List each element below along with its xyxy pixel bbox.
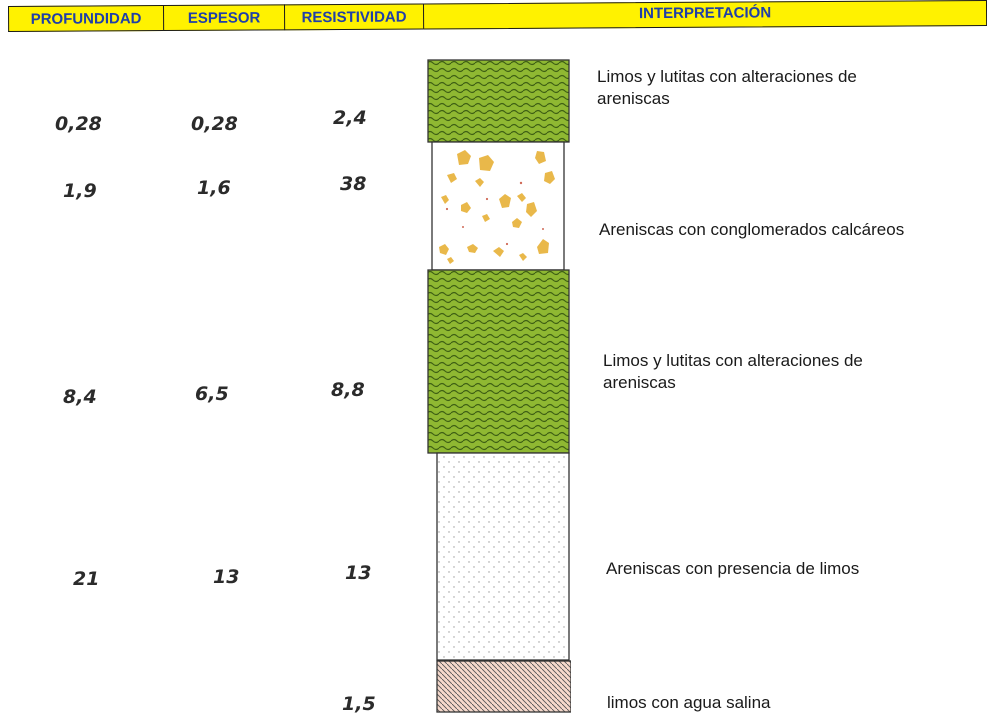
resistividad-value: 13 [345, 562, 372, 584]
espesor-value: 1,6 [197, 177, 231, 199]
layer-limos-lutitas-1 [427, 59, 570, 143]
header-interpretacion: INTERPRETACIÓN [422, 0, 987, 30]
resistividad-value: 2,4 [333, 107, 367, 129]
profundidad-value: 8,4 [63, 386, 97, 408]
interpretation-text: limos con agua salina [607, 693, 771, 712]
espesor-value: 0,28 [191, 113, 238, 135]
layer-limos-lutitas-2 [427, 269, 570, 454]
table-header: PROFUNDIDAD ESPESOR RESISTIVIDAD INTERPR… [8, 0, 987, 32]
interpretation-text: Areniscas con conglomerados calcáreos [599, 220, 905, 239]
resistividad-value: 1,5 [342, 693, 376, 715]
profundidad-value: 0,28 [55, 113, 102, 135]
layer-areniscas-limos [436, 452, 570, 661]
layer-limos-agua-salina [436, 660, 572, 713]
profundidad-value: 21 [73, 568, 100, 590]
header-profundidad: PROFUNDIDAD [8, 5, 164, 32]
layer-areniscas-conglomerados [431, 141, 565, 271]
espesor-value: 6,5 [195, 383, 229, 405]
interpretation-text: Areniscas con presencia de limos [606, 559, 860, 578]
resistividad-value: 8,8 [331, 379, 365, 401]
interpretation-text: Limos y lutitas con alteraciones de aren… [603, 351, 863, 392]
interpretation-text: Limos y lutitas con alteraciones de aren… [597, 67, 857, 108]
stratigraphic-column [427, 59, 572, 713]
header-espesor: ESPESOR [162, 4, 285, 32]
resistividad-value: 38 [340, 173, 367, 195]
header-resistividad: RESISTIVIDAD [283, 3, 424, 31]
espesor-value: 13 [213, 566, 240, 588]
profundidad-value: 1,9 [63, 180, 97, 202]
